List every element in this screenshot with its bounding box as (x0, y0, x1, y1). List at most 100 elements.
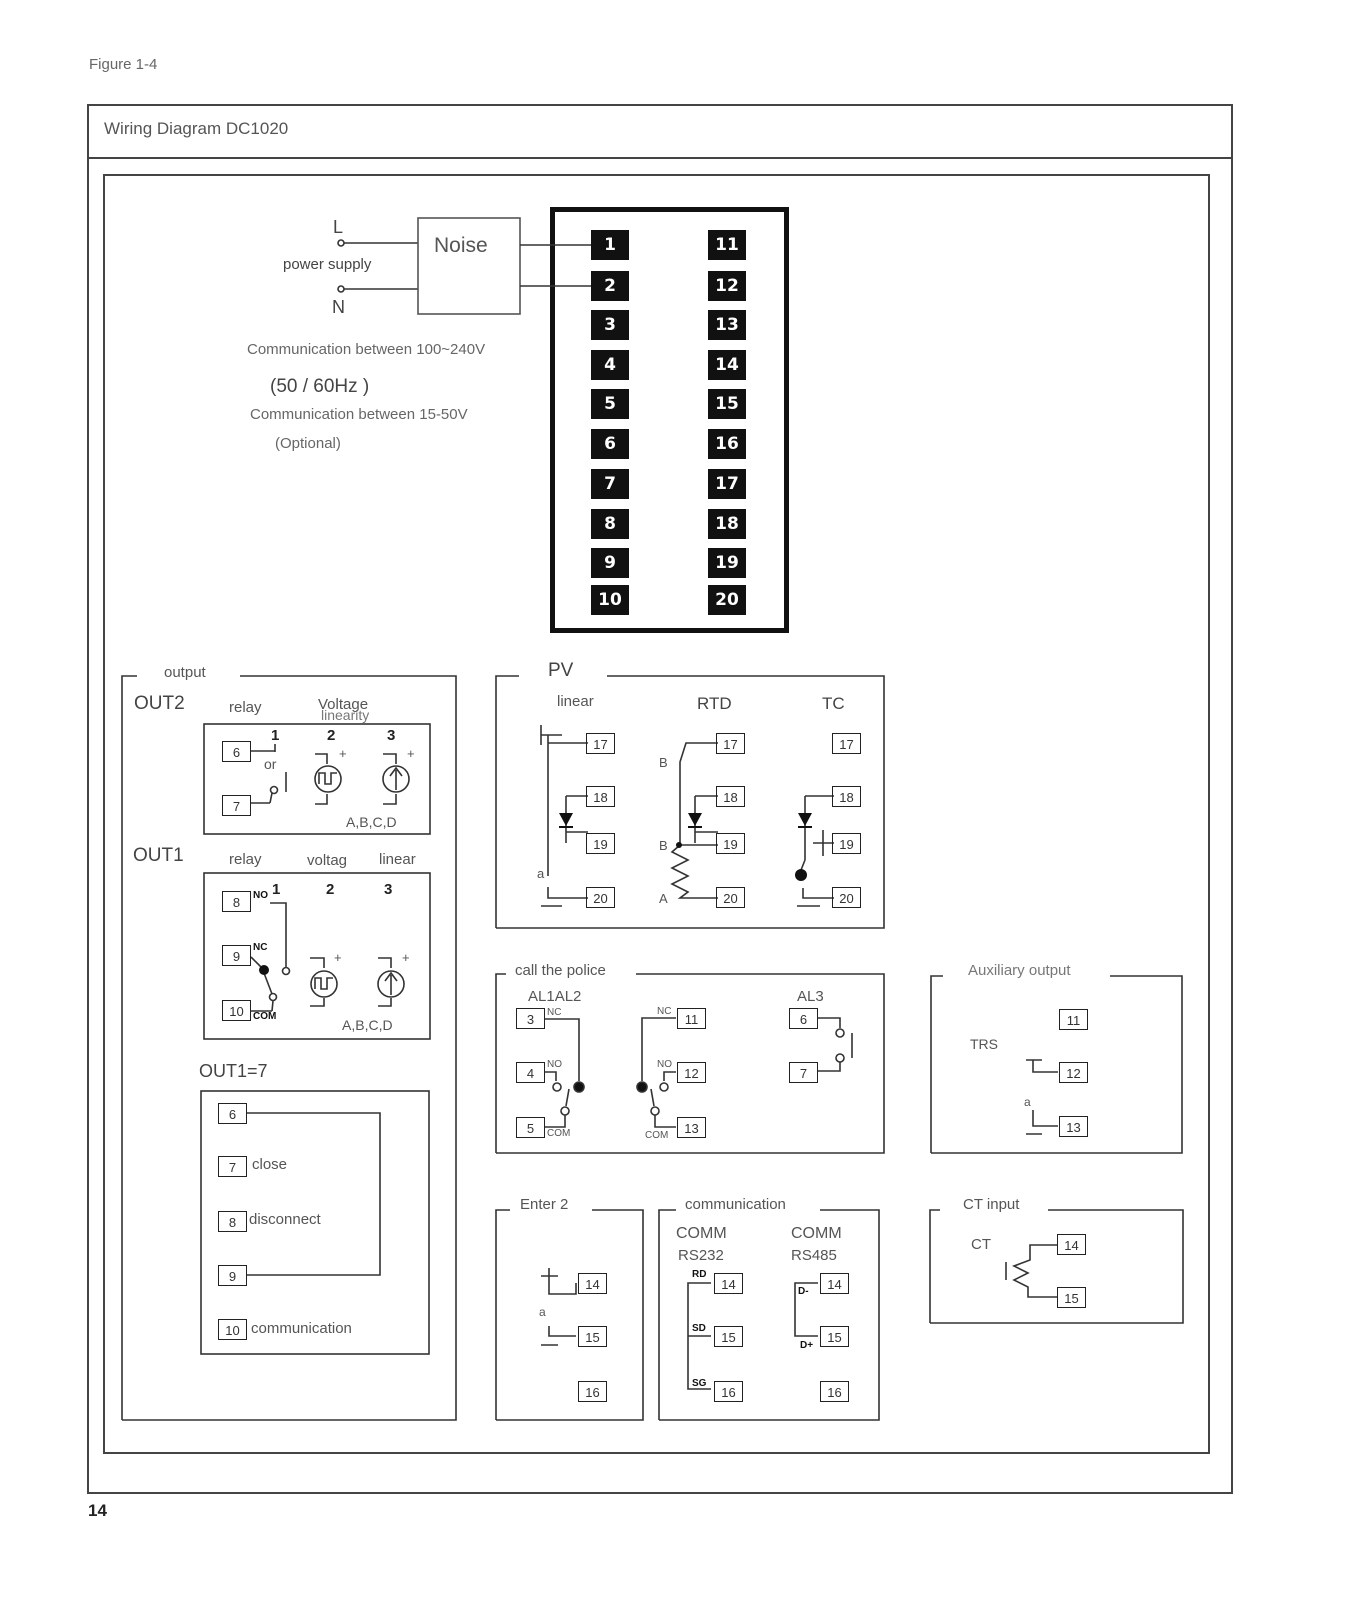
section-terminal-number: 14 (585, 1277, 600, 1292)
section-terminal-18: 18 (832, 786, 861, 807)
ct-title: CT input (963, 1196, 1020, 1213)
section-terminal-7: 7 (222, 795, 251, 816)
section-terminal-number: 7 (799, 1066, 808, 1081)
section-terminal-number: 18 (723, 790, 738, 805)
section-terminal-12: 12 (677, 1062, 706, 1083)
out1-num-3: 3 (384, 881, 393, 898)
comm-sd: SD (692, 1323, 706, 1334)
out1-label: OUT1 (133, 845, 184, 866)
out1-7-close: close (252, 1156, 288, 1173)
section-terminal-number: 16 (585, 1385, 600, 1400)
section-terminal-12: 12 (1059, 1062, 1088, 1083)
terminal-block (550, 207, 789, 633)
terminal-13: 13 (708, 310, 746, 340)
out1-7-label: OUT1=7 (199, 1061, 268, 1081)
diagram-frame (103, 174, 1210, 1454)
alarm-nc-left: NC (547, 1007, 562, 1018)
alarm-no-left: NO (547, 1059, 562, 1070)
section-terminal-9: 9 (222, 945, 251, 966)
power-note-3: Communication between 15-50V (250, 406, 468, 423)
comm-rs485-b: RS485 (791, 1247, 837, 1264)
section-terminal-13: 13 (677, 1117, 706, 1138)
out1-num-1: 1 (272, 881, 281, 898)
comm-rs232-a: COMM (676, 1225, 727, 1242)
section-terminal-number: 19 (593, 837, 608, 852)
out2-num-1: 1 (271, 727, 280, 744)
section-terminal-number: 15 (1064, 1291, 1079, 1306)
out2-label: OUT2 (134, 693, 185, 714)
section-terminal-19: 19 (716, 833, 745, 854)
terminal-5: 5 (591, 389, 629, 419)
power-note-4: (Optional) (275, 435, 341, 452)
section-terminal-number: 15 (827, 1330, 842, 1345)
out2-relay-label: relay (229, 699, 262, 716)
section-terminal-15: 15 (1057, 1287, 1086, 1308)
section-terminal-number: 15 (585, 1330, 600, 1345)
section-terminal-number: 4 (526, 1066, 535, 1081)
comm-sg: SG (692, 1378, 707, 1389)
section-terminal-16: 16 (714, 1381, 743, 1402)
section-terminal-8: 8 (218, 1211, 247, 1232)
section-terminal-16: 16 (820, 1381, 849, 1402)
comm-rd: RD (692, 1269, 707, 1280)
power-note-1: Communication between 100~240V (247, 341, 486, 358)
section-terminal-number: 17 (723, 737, 738, 752)
out1-num-2: 2 (326, 881, 335, 898)
section-terminal-20: 20 (586, 887, 615, 908)
section-terminal-14: 14 (820, 1273, 849, 1294)
out1-plus-2: + (402, 950, 410, 965)
page-number: 14 (88, 1501, 107, 1520)
terminal-20: 20 (708, 585, 746, 615)
section-terminal-20: 20 (832, 887, 861, 908)
section-terminal-7: 7 (218, 1156, 247, 1177)
section-terminal-6: 6 (218, 1103, 247, 1124)
section-terminal-number: 20 (723, 891, 738, 906)
section-terminal-7: 7 (789, 1062, 818, 1083)
terminal-18: 18 (708, 509, 746, 539)
section-terminal-number: 10 (229, 1004, 244, 1019)
noise-filter-label: Noise (434, 234, 488, 257)
section-terminal-11: 11 (677, 1008, 706, 1029)
section-terminal-14: 14 (1057, 1234, 1086, 1255)
terminal-10: 10 (591, 585, 629, 615)
section-terminal-number: 14 (827, 1277, 842, 1292)
alarm-title: call the police (515, 962, 606, 979)
section-terminal-16: 16 (578, 1381, 607, 1402)
comm-dplus: D+ (800, 1340, 814, 1351)
section-terminal-number: 14 (1064, 1238, 1079, 1253)
pv-tc-label: TC (822, 694, 845, 713)
section-terminal-number: 16 (827, 1385, 842, 1400)
section-terminal-number: 17 (839, 737, 854, 752)
pv-rtd-a: A (659, 891, 668, 906)
power-note-2: (50 / 60Hz ) (270, 376, 370, 397)
outer-frame (87, 104, 1233, 1494)
section-terminal-number: 11 (684, 1012, 699, 1027)
section-terminal-number: 12 (1066, 1066, 1081, 1081)
alarm-com-right: COM (645, 1130, 669, 1141)
terminal-3: 3 (591, 310, 629, 340)
aux-alpha: a (1024, 1095, 1031, 1109)
section-terminal-14: 14 (714, 1273, 743, 1294)
out1-abcd: A,B,C,D (342, 1017, 393, 1033)
terminal-17: 17 (708, 469, 746, 499)
section-terminal-18: 18 (716, 786, 745, 807)
section-terminal-number: 20 (593, 891, 608, 906)
out1-linear-label: linear (379, 851, 416, 868)
out1-no: NO (253, 890, 268, 901)
terminal-15: 15 (708, 389, 746, 419)
enter2-alpha: a (539, 1305, 546, 1319)
out1-7-disconnect: disconnect (249, 1211, 321, 1228)
section-terminal-number: 17 (593, 737, 608, 752)
out1-7-communication: communication (251, 1320, 352, 1337)
pv-rtd-label: RTD (697, 694, 732, 713)
terminal-6: 6 (591, 429, 629, 459)
label-N: N (332, 297, 345, 317)
section-terminal-number: 9 (232, 949, 241, 964)
out1-relay-label: relay (229, 851, 262, 868)
out2-num-3: 3 (387, 727, 396, 744)
out2-plus-2: + (407, 746, 415, 761)
alarm-al12-label: AL1AL2 (528, 988, 582, 1005)
terminal-12: 12 (708, 271, 746, 301)
pv-rtd-b1: B (659, 755, 668, 770)
section-terminal-13: 13 (1059, 1116, 1088, 1137)
